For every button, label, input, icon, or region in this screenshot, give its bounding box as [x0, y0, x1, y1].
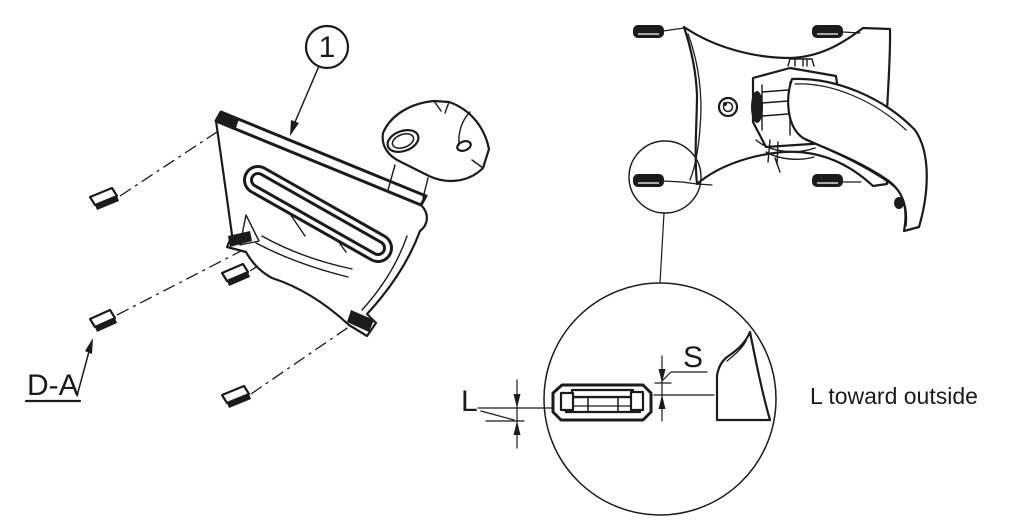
dim-l-leader — [480, 410, 515, 421]
pad-seat-bottom — [347, 310, 374, 332]
support-arm-highlight — [794, 83, 907, 131]
clamp-cylinder-shadow — [751, 91, 763, 123]
detail-circle — [543, 282, 777, 516]
section-callout: D-A — [24, 338, 93, 403]
installed-pad — [812, 25, 843, 38]
arm-pivot-dot — [894, 197, 904, 209]
installed-pad — [812, 174, 843, 187]
support-arm — [787, 77, 928, 233]
support-arm-inner-edge — [805, 139, 908, 227]
dimension-l: L — [461, 379, 554, 449]
wall-corner-section — [715, 330, 772, 422]
dim-l-label: L — [461, 385, 478, 418]
wall-wedge-inner-line — [726, 340, 747, 362]
exploded-view: 1 D-A — [24, 24, 491, 408]
screw-hole-outer — [717, 96, 739, 118]
detail-view: L S L toward outside — [461, 282, 978, 516]
pad-seat-top — [218, 112, 239, 128]
screw-hole-glint — [723, 102, 727, 106]
section-leader — [76, 343, 92, 397]
pad-top-plate — [570, 388, 635, 399]
balloon-arrowhead-icon — [290, 120, 299, 136]
dim-l-arrow-bottom-icon — [513, 421, 521, 435]
centerline-pad-bottom — [250, 321, 357, 395]
section-arrowhead-icon — [85, 338, 93, 354]
pad-item — [220, 262, 250, 286]
pad-item — [220, 384, 251, 408]
bracket-slot — [243, 165, 393, 263]
dim-s-arrow-bottom-icon — [658, 395, 666, 409]
clamp-hole-inner — [391, 133, 415, 149]
balloon-leader — [294, 65, 320, 123]
adhesive-pads — [88, 186, 251, 408]
pad-seat-left — [228, 231, 252, 247]
pad-end-block-left — [559, 391, 575, 412]
balloon-label: 1 — [319, 31, 336, 64]
pad-bar — [564, 395, 642, 414]
dim-s-leader — [661, 371, 708, 382]
installed-pad — [633, 174, 664, 187]
section-label: D-A — [27, 369, 79, 402]
annotation-note: L toward outside — [810, 383, 978, 409]
assembled-view — [628, 25, 928, 284]
wall-plate-inner-lines — [681, 33, 713, 186]
dim-l-arrow-top-icon — [513, 394, 521, 408]
detail-leader-line — [659, 212, 665, 284]
clamp-hole-outer — [386, 129, 420, 153]
pad-end-block-right — [629, 390, 645, 412]
clamp-arm — [381, 99, 491, 199]
installed-pad — [633, 25, 664, 38]
detail-indicator-circle — [628, 140, 702, 214]
dimension-s: S — [653, 341, 715, 422]
clamp-hole-small — [456, 140, 472, 152]
mount-bracket — [214, 110, 428, 338]
centerline-pad-left — [116, 249, 244, 316]
screw-hole-inner — [722, 101, 734, 113]
centerline-pad-top — [119, 125, 227, 197]
balloon-callout: 1 — [290, 24, 350, 136]
slot-cross-section — [551, 383, 653, 422]
clamp-arm-body — [381, 99, 491, 183]
pad-item — [88, 186, 119, 210]
support-arm-body — [787, 77, 928, 233]
dim-s-arrow-top-icon — [658, 369, 666, 383]
clamp-detail-lines — [387, 100, 484, 199]
pad-item — [88, 308, 117, 332]
balloon-circle — [304, 24, 350, 70]
dim-s-label: S — [683, 341, 703, 374]
wall-wedge — [715, 330, 772, 422]
bracket-top-rail — [214, 110, 428, 207]
installed-pads — [633, 25, 862, 187]
